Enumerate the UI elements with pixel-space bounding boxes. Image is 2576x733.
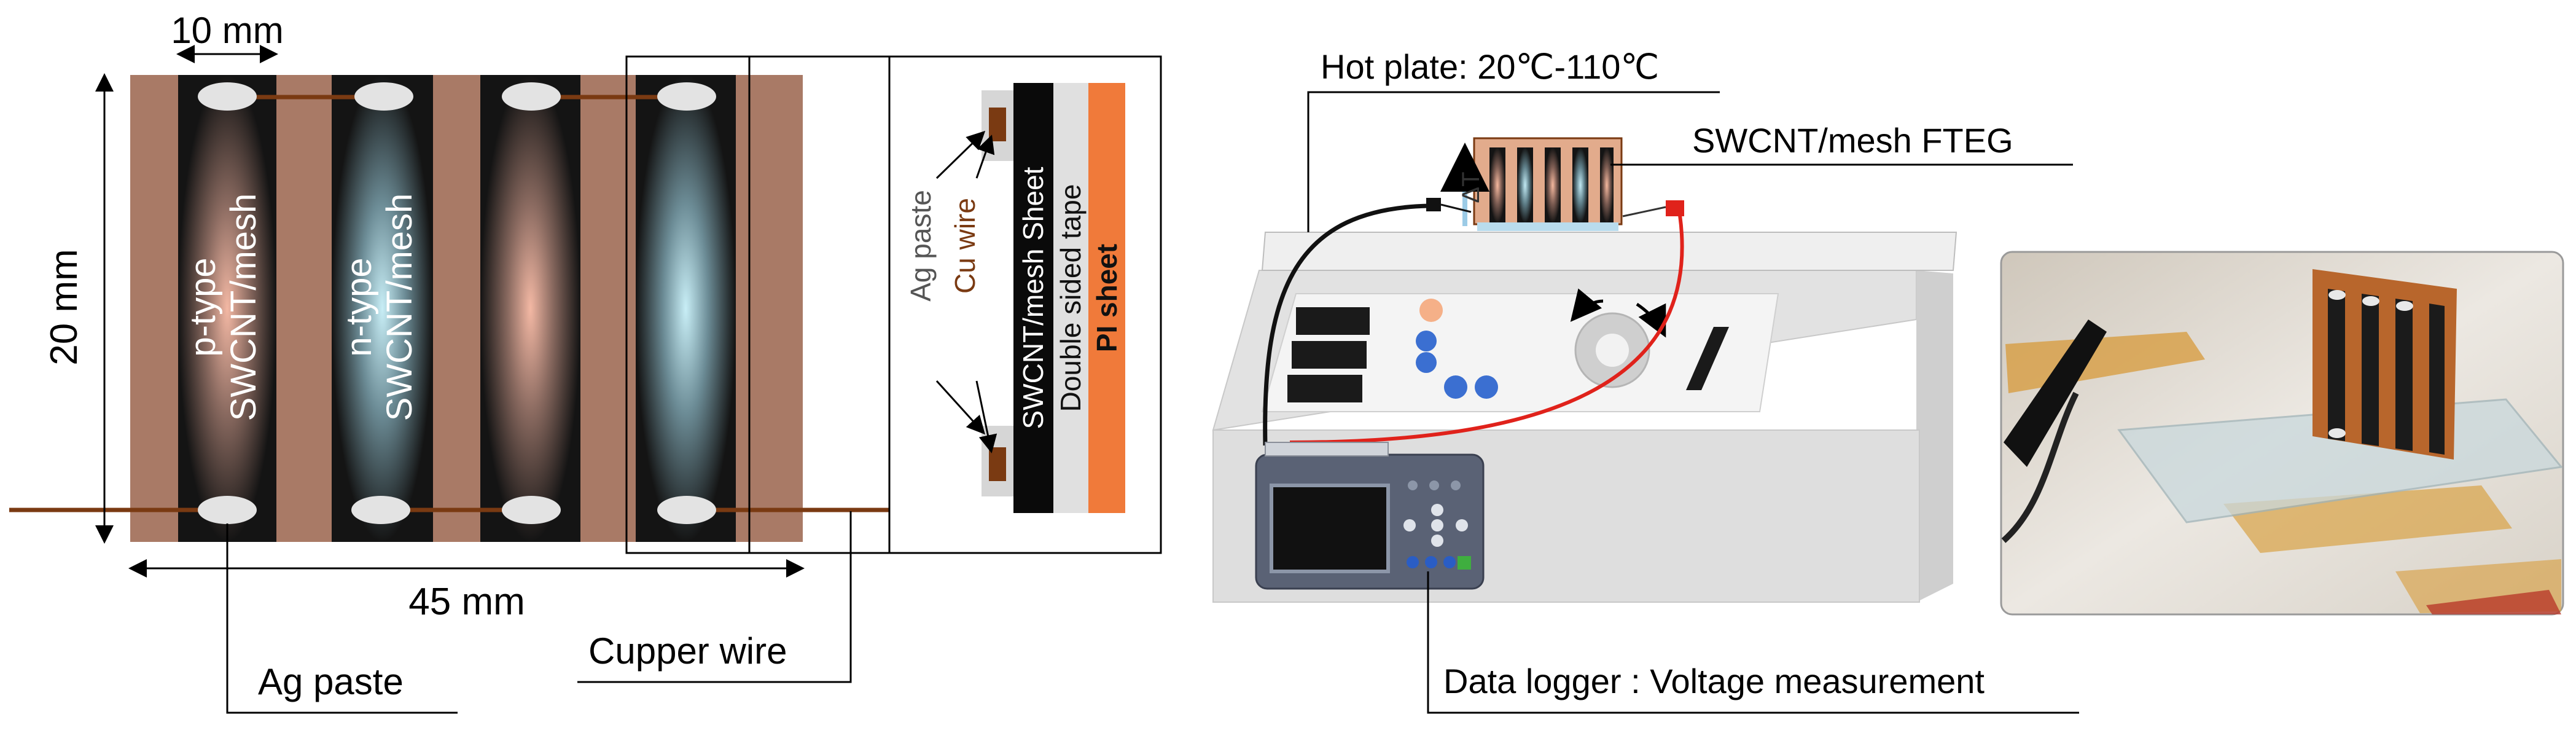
data-logger-screen	[1270, 484, 1390, 573]
knob-arrow-right	[1636, 302, 1666, 338]
data-logger-keypad	[1403, 480, 1471, 570]
hot-plate-top	[1261, 232, 1957, 271]
fteg-strip-2	[1517, 147, 1533, 223]
cu-wire-top	[989, 108, 1006, 141]
cross-section-inset: Ag paste Cu wire SWCNT/mesh Sheet Double…	[888, 55, 1162, 554]
device-side-face	[1916, 270, 1953, 602]
fteg-layout: p-type SWCNT/mesh n-type SWCNT/mesh 10 m…	[9, 10, 946, 714]
photo-fteg-film	[2313, 269, 2457, 460]
height-dimension-label: 20 mm	[43, 249, 85, 365]
fteg-strip-1	[1489, 147, 1505, 223]
n-type-strip-1	[332, 75, 433, 542]
panel-button-2	[1416, 352, 1437, 373]
p-type-strip-1	[178, 75, 276, 542]
swcnt-sheet-layer	[1013, 83, 1053, 513]
logger-label: Data logger : Voltage measurement	[1443, 662, 1985, 700]
device-photo	[2000, 251, 2564, 616]
fteg-strip-3	[1545, 147, 1561, 223]
pi-sheet-label: PI sheet	[1091, 244, 1123, 352]
power-switch	[1686, 327, 1729, 390]
photo-red-clip	[2426, 590, 2561, 614]
fteg-label: SWCNT/mesh FTEG	[1692, 121, 2013, 160]
width-dimension-label: 10 mm	[171, 10, 283, 51]
n-type-strip-2	[636, 75, 736, 542]
delta-t-label: ΔT	[1458, 171, 1485, 203]
cu-wire-bottom	[989, 447, 1006, 481]
n-type-label-line2: SWCNT/mesh	[380, 194, 420, 421]
ag-paste-label: Ag paste	[905, 190, 937, 302]
photo-fteg-strips	[2328, 289, 2445, 455]
measurement-setup: ΔT	[1212, 47, 2079, 714]
fteg-strip-4	[1572, 147, 1588, 223]
sheet-label: SWCNT/mesh Sheet	[1017, 167, 1049, 429]
copper-wire-callout-label: Cupper wire	[588, 630, 787, 672]
indicator-light	[1419, 299, 1443, 322]
n-type-label-line1: n-type	[339, 257, 379, 356]
p-type-strip-2	[480, 75, 580, 542]
temperature-knob-center	[1596, 334, 1629, 367]
fteg-contact-bottom	[1477, 222, 1618, 231]
logger-leader	[1427, 571, 2079, 714]
fteg-strip-5	[1600, 147, 1614, 223]
copper-wire-callout-line	[577, 511, 852, 683]
panel-display-1	[1296, 307, 1370, 335]
panel-display-2	[1292, 341, 1367, 369]
p-type-label-line1: p-type	[183, 257, 223, 356]
p-type-label-line2: SWCNT/mesh	[224, 194, 263, 421]
ag-paste-callout-line	[226, 523, 458, 714]
panel-button-4	[1475, 375, 1498, 399]
pointer-arrows	[935, 130, 997, 453]
double-sided-tape-layer	[1053, 83, 1088, 513]
total-width-label: 45 mm	[408, 581, 525, 623]
ag-paste-pads	[198, 82, 716, 524]
panel-button-1	[1416, 331, 1437, 351]
zoom-box	[625, 55, 751, 554]
hot-plate-leader	[1307, 91, 1720, 232]
ag-paste-callout-label: Ag paste	[258, 661, 404, 702]
photo-ag-paste	[2328, 290, 2413, 438]
photo-black-probe	[2004, 319, 2107, 467]
panel-display-3	[1287, 375, 1362, 402]
tape-label: Double sided tape	[1055, 184, 1087, 412]
data-logger-terminals	[1265, 442, 1389, 457]
panel-button-3	[1444, 375, 1467, 399]
red-probe	[1289, 200, 1684, 444]
black-probe	[1263, 198, 1472, 446]
hot-plate-label: Hot plate: 20℃-110℃	[1321, 47, 1659, 86]
pi-sheet-layer	[1088, 83, 1125, 513]
knob-arrow-left	[1570, 288, 1604, 322]
cu-wire-label: Cu wire	[949, 198, 981, 294]
photo-probe-cable	[2001, 391, 2079, 543]
